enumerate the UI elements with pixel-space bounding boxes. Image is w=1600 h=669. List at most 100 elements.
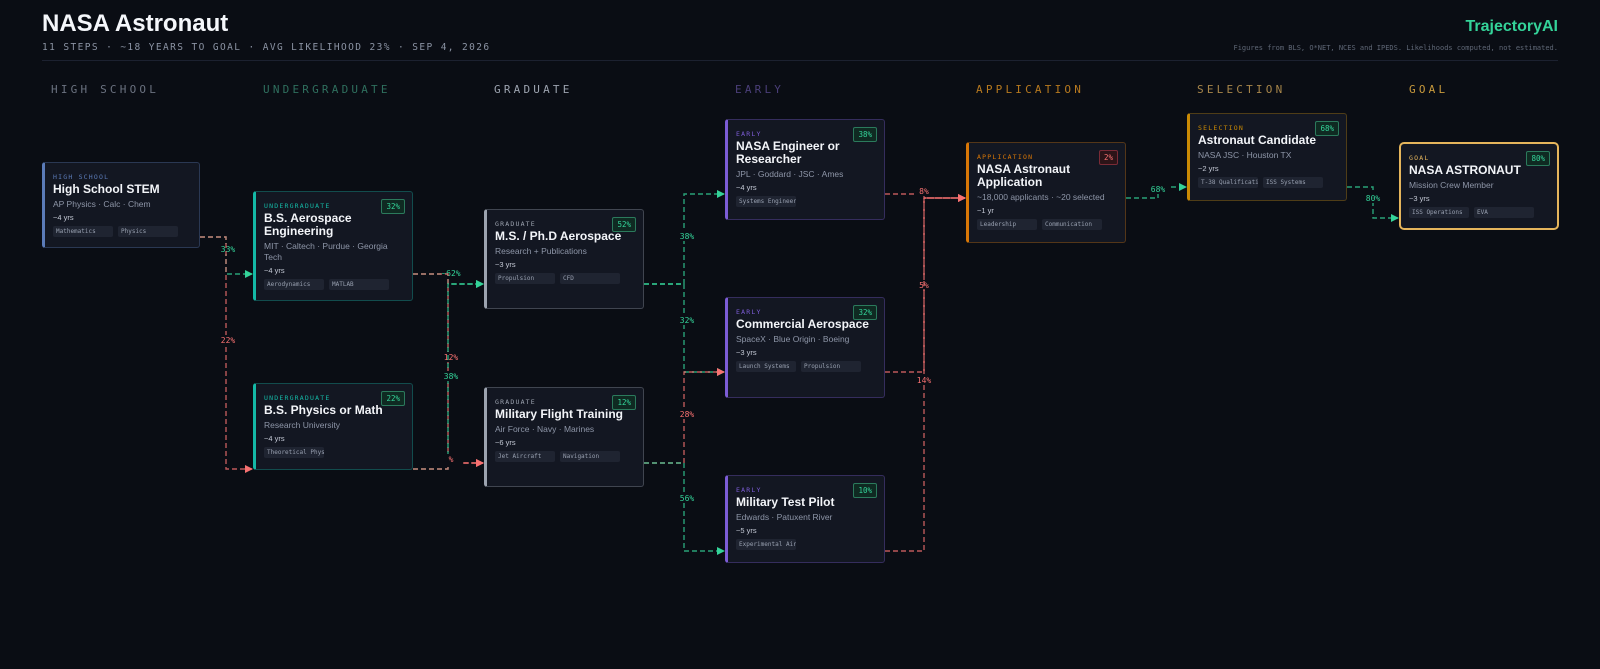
node-category: EARLY [736,486,762,494]
likelihood-badge: 12% [612,395,636,410]
edge-label-background [218,335,238,345]
edge-test-to-app [885,194,966,552]
likelihood-badge: 2% [1098,150,1118,165]
node-tags: Mathematics Physics [53,226,191,244]
edge-label-bs_aero-to-ms: ~62% [441,269,460,278]
edge-label-bs_aero-to-mil: 12% [444,353,459,362]
edge-label-cand-to-goal: 80% [1366,194,1381,203]
edge-label-background [914,186,934,196]
likelihood-badge: 32% [853,305,877,320]
likelihood-badge: 38% [853,127,877,142]
edge-bs_phys-to-mil [413,459,484,470]
edge-label-bs_phys-to-ms: 38% [444,372,459,381]
node-description: JPL · Goddard · JSC · Ames [736,169,844,179]
edge-label-hs-to-bs_aero: 33% [221,245,236,254]
node-duration: ~5 yrs [736,526,757,535]
node-category: EARLY [736,130,762,138]
edge-label-background [677,493,697,503]
edge-label-background [914,375,934,385]
node-description: Research + Publications [495,246,587,256]
node-tags: Jet Aircraft Navigation [495,451,635,469]
page-subtitle: 11 STEPS · ~18 YEARS TO GOAL · AVG LIKEL… [42,42,491,53]
column-label-high-school: HIGH SCHOOL [51,83,160,96]
skill-tag: Jet Aircraft [495,451,555,462]
skill-tag: Aerodynamics [264,279,324,290]
column-label-selection: SELECTION [1197,83,1286,96]
skill-tag: Navigation [560,451,620,462]
edge-hs-to-bs_phys [200,236,253,473]
node-tags: Experimental Air [736,539,876,557]
node-category: UNDERGRADUATE [264,202,331,210]
edge-label-background [677,409,697,419]
edge-label-background [677,315,697,325]
column-label-early: EARLY [735,83,785,96]
node-description: Edwards · Patuxent River [736,512,833,522]
node-tags: T-38 Qualificati ISS Systems [1198,177,1338,195]
source-note: Figures from BLS, O*NET, NCES and IPEDS.… [1233,44,1558,52]
node-tags: Theoretical Phys [264,447,404,465]
column-label-goal: GOAL [1409,83,1449,96]
node-tags: Aerodynamics MATLAB [264,279,404,297]
likelihood-badge: 80% [1526,151,1550,166]
edge-label-background [677,231,697,241]
node-description: Research University [264,420,341,430]
edge-mil-to-test [644,462,725,555]
node-duration: ~3 yrs [495,260,516,269]
edge-label-hs-to-bs_phys: 22% [221,336,236,345]
node-title: B.S. Physics or Math [264,403,383,417]
skill-tag: Experimental Air [736,539,796,550]
node-duration: ~3 yrs [736,348,757,357]
node-duration: ~4 yrs [264,434,285,443]
edge-label-background [441,371,461,381]
skill-tag: Mathematics [53,226,113,237]
node-title: Military Flight Training [495,407,624,421]
edge-app-to-cand [1126,183,1187,199]
node-category: SELECTION [1198,124,1245,132]
edge-label-background [441,268,461,278]
skill-tag: Physics [118,226,178,237]
node-category: GRADUATE [495,398,536,406]
node-title: NASA Astronaut Application [977,162,1071,189]
edge-label-bs_phys-to-mil: % [449,455,454,464]
edge-label-background [441,352,461,362]
skill-tag: Propulsion [801,361,861,372]
edge-label-ms-to-nasa_eng: 38% [680,232,695,241]
skill-tag: Systems Engineer [736,196,796,207]
skill-tag: Propulsion [495,273,555,284]
edge-label-background [1363,193,1383,203]
skill-tag: T-38 Qualificati [1198,177,1258,188]
skill-tag: Theoretical Phys [264,447,324,458]
brand-logo[interactable]: TrajectoryAI [1465,18,1558,35]
node-title: Military Test Pilot [736,495,835,509]
header-divider [42,60,1558,61]
node-title: Astronaut Candidate [1198,133,1317,147]
skill-tag: MATLAB [329,279,389,290]
likelihood-badge: 10% [853,483,877,498]
skill-tag: ISS Systems [1263,177,1323,188]
likelihood-badge: 32% [381,199,405,214]
likelihood-badge: 68% [1315,121,1339,136]
edge-label-app-to-cand: 68% [1151,185,1166,194]
node-duration: ~4 yrs [53,213,74,222]
skill-tag: Leadership [977,219,1037,230]
edge-label-ms-to-comm: 32% [680,316,695,325]
node-title: B.S. Aerospace Engineering [264,211,352,238]
likelihood-badge: 52% [612,217,636,232]
node-title: M.S. / Ph.D Aerospace [495,229,622,243]
skill-tag: Launch Systems [736,361,796,372]
edge-label-background [441,454,461,464]
